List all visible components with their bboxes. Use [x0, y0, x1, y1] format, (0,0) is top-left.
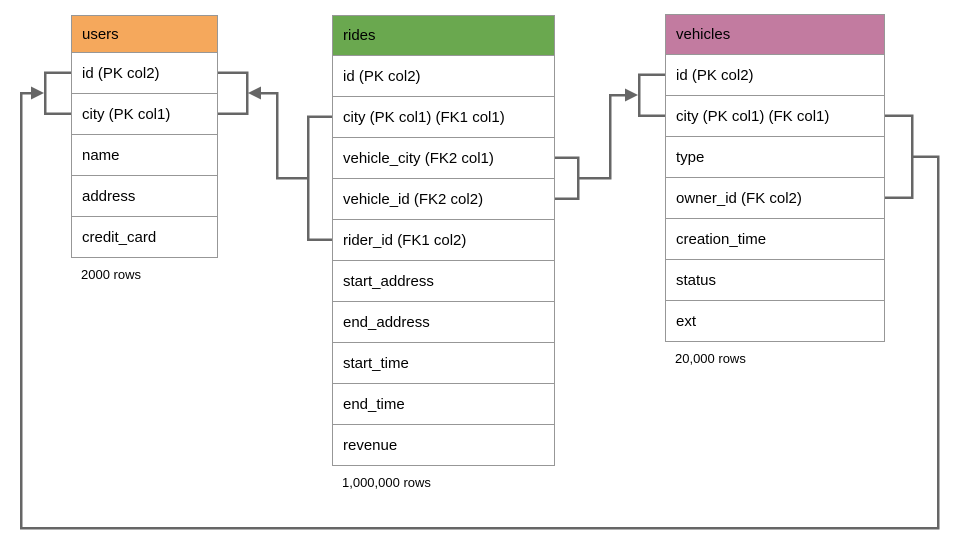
row-count-label: 2000 rows — [81, 267, 141, 282]
table-row: start_time — [333, 343, 554, 384]
table-title: rides — [343, 27, 376, 44]
column-label: rider_id (FK1 col2) — [343, 231, 467, 249]
column-label: city (PK col1) (FK col1) — [676, 107, 830, 125]
table-header-rides: rides — [333, 16, 554, 56]
column-label: status — [676, 271, 717, 289]
table-row: id (PK col2) — [666, 55, 884, 96]
table-header-vehicles: vehicles — [666, 15, 884, 55]
column-label: owner_id (FK col2) — [676, 189, 802, 207]
arrowhead-into-vehicles-left — [625, 88, 638, 102]
table-row: city (PK col1) (FK1 col1) — [333, 97, 554, 138]
table-row: name — [72, 135, 217, 176]
column-label: city (PK col1) — [82, 105, 171, 123]
table-row: address — [72, 176, 217, 217]
table-row: vehicle_city (FK2 col1) — [333, 138, 554, 179]
column-label: name — [82, 146, 120, 164]
table-row: revenue — [333, 425, 554, 465]
table-row: type — [666, 137, 884, 178]
column-label: vehicle_id (FK2 col2) — [343, 190, 484, 208]
table-row: id (PK col2) — [333, 56, 554, 97]
connector-rides-to-users — [218, 71, 332, 241]
table-row: start_address — [333, 261, 554, 302]
arrowhead-into-users-left — [31, 86, 44, 100]
column-label: ext — [676, 312, 697, 330]
column-label: end_time — [343, 395, 405, 413]
column-label: end_address — [343, 313, 430, 331]
row-count-label: 20,000 rows — [675, 351, 746, 366]
column-label: start_time — [343, 354, 409, 372]
arrowhead-into-users-right — [248, 86, 261, 100]
table-row: ext — [666, 301, 884, 341]
table-title: vehicles — [676, 26, 731, 43]
connector-rides-to-vehicles — [555, 73, 665, 200]
table-row: creation_time — [666, 219, 884, 260]
table-row: end_address — [333, 302, 554, 343]
table-row: end_time — [333, 384, 554, 425]
table-row: city (PK col1) — [72, 94, 217, 135]
table-row: status — [666, 260, 884, 301]
table-row: vehicle_id (FK2 col2) — [333, 179, 554, 220]
column-label: address — [82, 187, 136, 205]
table-header-users: users — [72, 16, 217, 53]
table-vehicles: vehicles id (PK col2) city (PK col1) (FK… — [665, 14, 885, 366]
column-label: creation_time — [676, 230, 767, 248]
column-label: type — [676, 148, 705, 166]
table-users: users id (PK col2) city (PK col1) name a… — [71, 15, 218, 282]
row-count-label: 1,000,000 rows — [342, 475, 431, 490]
column-label: id (PK col2) — [82, 64, 160, 82]
table-row: owner_id (FK col2) — [666, 178, 884, 219]
table-title: users — [82, 25, 119, 43]
column-label: id (PK col2) — [343, 67, 421, 85]
column-label: credit_card — [82, 228, 157, 246]
table-row: city (PK col1) (FK col1) — [666, 96, 884, 137]
column-label: revenue — [343, 436, 398, 454]
table-row: credit_card — [72, 217, 217, 257]
column-label: id (PK col2) — [676, 66, 754, 84]
column-label: start_address — [343, 272, 434, 290]
column-label: city (PK col1) (FK1 col1) — [343, 108, 505, 126]
table-row: id (PK col2) — [72, 53, 217, 94]
table-row: rider_id (FK1 col2) — [333, 220, 554, 261]
column-label: vehicle_city (FK2 col1) — [343, 149, 494, 167]
table-rides: rides id (PK col2) city (PK col1) (FK1 c… — [332, 15, 555, 490]
